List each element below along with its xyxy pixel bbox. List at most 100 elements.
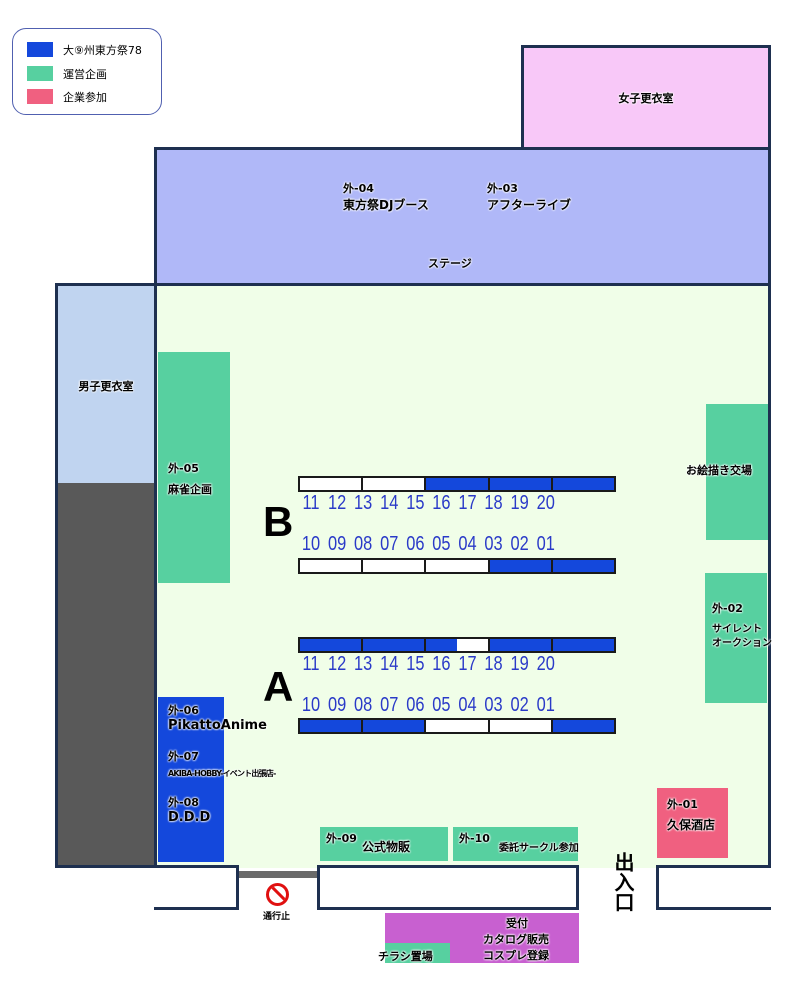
flyer-stand[interactable] [385,943,450,963]
booth-number: 20 [536,653,555,675]
booth-number: 01 [536,533,555,555]
catalog-sales-label: カタログ販売 [483,933,549,946]
block-letter-b: B [263,498,294,545]
booth-name: オークション [712,638,772,649]
booth-table-19-20[interactable] [552,478,615,490]
booth-number: 17 [458,492,477,514]
floor-bottom-gap-left [154,865,157,868]
booth-number: 20 [536,492,555,514]
booth-table-10-09[interactable] [300,560,362,572]
booth-code: 外-05 [168,462,199,475]
booth-table-17-18[interactable] [489,478,551,490]
booth-number: 02 [510,533,529,555]
booth-table-08-07[interactable] [363,560,425,572]
wall-center-box [317,865,579,910]
booth-code: 外-08 [168,796,199,809]
booth-number: 14 [380,492,399,514]
blocked-passage-bar [239,871,318,878]
booth-number: 07 [380,694,399,716]
booth-table-08-07[interactable] [363,720,425,732]
booth-code: 外-10 [459,832,490,845]
booth-table-04-03[interactable] [489,720,551,732]
booth-table-13-14[interactable] [363,478,425,490]
booth-table [426,639,488,651]
booth-number: 03 [484,694,503,716]
booth-ext-06-08[interactable] [158,697,224,862]
flyer-stand-label: チラシ置場 [378,950,433,963]
booth-name: 公式物販 [362,840,411,854]
booth-number: 16 [432,492,451,514]
legend: 大⑨州東方祭78 運営企画 企業参加 [12,28,162,115]
booth-ext-10[interactable] [453,827,578,861]
exit-label: 出入口 [611,852,635,912]
booth-number: 12 [327,653,347,675]
booth-table-02-01[interactable] [552,560,615,572]
booth-number: 04 [458,533,477,555]
reception-label: 受付 [506,917,528,930]
booth-number: 08 [354,694,373,716]
booth-row-b-top [298,476,616,492]
stage-label: ステージ [428,257,472,270]
booth-number: 06 [406,533,425,555]
booth-table-17-18[interactable] [489,639,551,651]
womens-changing-room: 女子更衣室 [521,45,771,150]
booth-number: 01 [536,694,555,716]
booth-number: 05 [432,694,451,716]
booth-table-06-05[interactable] [426,720,488,732]
legend-label: 運営企画 [63,68,107,81]
booth-table-06-05[interactable] [426,560,488,572]
booth-table-04-03[interactable] [489,560,551,572]
booth-code: 外-01 [667,798,698,811]
main-floor [154,283,771,868]
booth-ext-01[interactable] [657,788,728,858]
no-entry-icon [266,883,289,906]
booth-number: 05 [432,533,451,555]
booth-table-11-12[interactable] [300,478,362,490]
booth-number: 11 [302,653,320,675]
booth-name: 委託サークル参加 [499,843,579,854]
legend-label: 企業参加 [63,91,107,104]
booth-name: 麻雀企画 [168,483,212,496]
stage-area [154,147,771,286]
booth-number: 06 [406,694,425,716]
booth-number: 10 [301,694,321,716]
drawing-exchange-area[interactable] [706,404,768,540]
booth-name: サイレント [712,624,762,635]
booth-space-16[interactable] [457,639,488,651]
booth-table-19-20[interactable] [552,639,615,651]
no-entry-label: 通行止 [263,912,291,922]
booth-number: 15 [406,653,425,675]
booth-code: 外-06 [168,704,199,717]
booth-number: 18 [484,492,503,514]
booth-ext-09[interactable] [320,827,448,861]
booth-name: アフターライブ [487,198,572,212]
booth-table-13-14[interactable] [363,639,425,651]
booth-row-a-bottom [298,718,616,734]
booth-number: 03 [484,533,503,555]
booth-name: AKIBA-HOBBY-イベント出張店- [168,769,276,778]
booth-number: 10 [301,533,321,555]
mens-changing-room: 男子更衣室 [55,283,157,485]
legend-swatch-circle [27,42,53,57]
booth-number: 08 [354,533,373,555]
booth-row-b-bottom [298,558,616,574]
booth-name: 東方祭DJブース [343,198,429,212]
booth-table-15-16[interactable] [426,478,488,490]
booth-table-11-12[interactable] [300,639,362,651]
booth-code: 外-09 [326,832,357,845]
booth-ext-05[interactable] [158,352,230,583]
legend-swatch-corp [27,89,53,104]
booth-table-02-01[interactable] [552,720,615,732]
restricted-area [55,483,157,868]
booth-name: 久保酒店 [667,818,716,832]
wall-right-bottom [656,865,771,910]
booth-ext-02[interactable] [705,573,767,703]
booth-number: 19 [510,653,529,675]
booth-number: 09 [327,533,347,555]
booth-table-10-09[interactable] [300,720,362,732]
booth-name: PikattoAnime [168,718,267,733]
block-letter-a: A [263,663,294,710]
booth-number: 13 [354,653,373,675]
booth-name: D.D.D [168,810,211,825]
booth-space-15[interactable] [426,639,458,651]
